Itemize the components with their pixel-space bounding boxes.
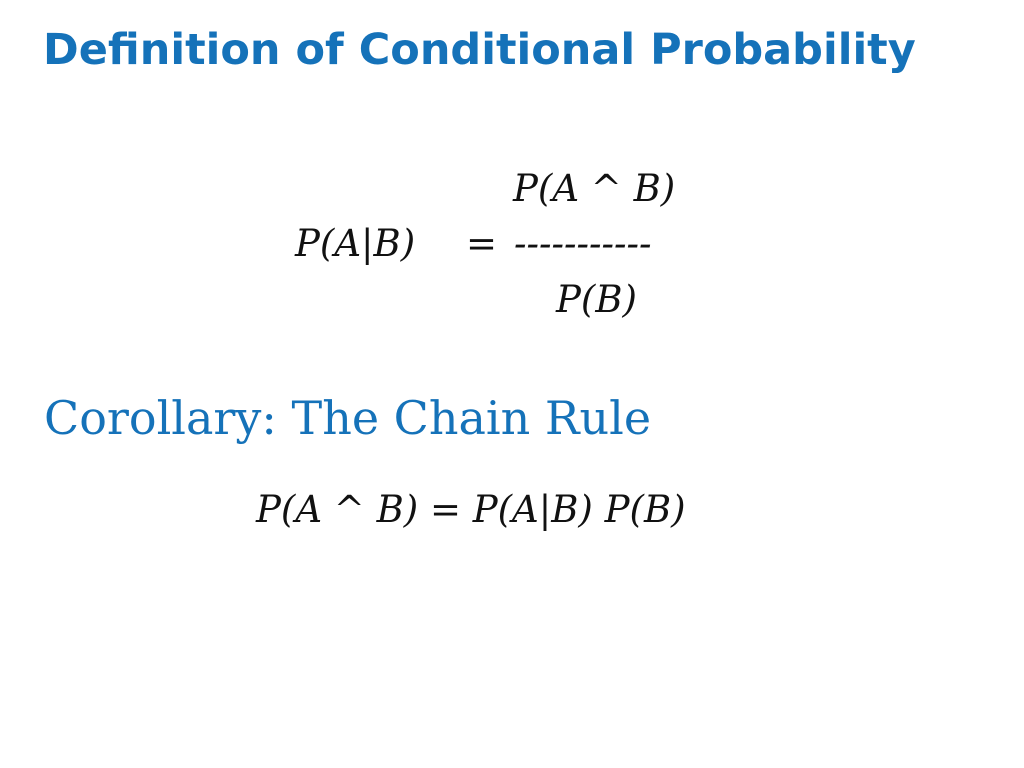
definition-equals-sign: = xyxy=(466,222,498,265)
definition-lhs: P(A|B) xyxy=(295,222,416,265)
slide-title: Definition of Conditional Probability xyxy=(43,25,916,75)
definition-denominator: P(B) xyxy=(556,278,637,321)
definition-numerator: P(A ^ B) xyxy=(513,167,676,210)
definition-fraction-bar: ----------- xyxy=(514,222,652,265)
corollary-heading: Corollary: The Chain Rule xyxy=(44,391,652,445)
chain-rule-formula: P(A ^ B) = P(A|B) P(B) xyxy=(256,488,686,531)
